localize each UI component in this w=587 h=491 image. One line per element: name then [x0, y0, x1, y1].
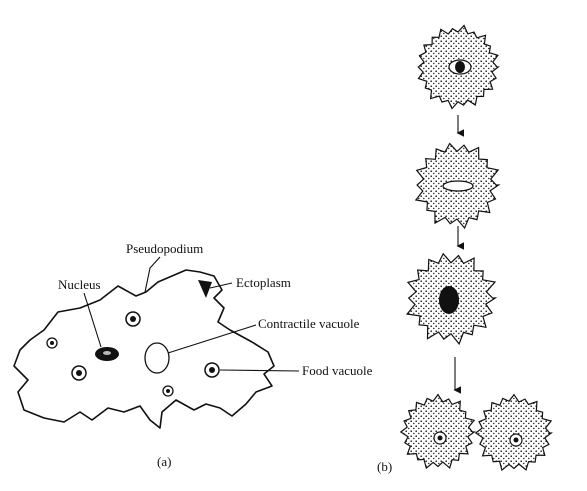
amoeba-body: [13, 269, 275, 429]
ectoplasm-rim: [198, 280, 212, 298]
daughter-cell-right: [474, 393, 553, 472]
label-food-vacuole: Food vacuole: [302, 363, 373, 378]
stage-2-cell: [414, 142, 501, 230]
label-ectoplasm: Ectoplasm: [236, 275, 291, 290]
caption-b: (b): [377, 459, 392, 474]
label-nucleus: Nucleus: [58, 277, 101, 292]
stage-1-cell: [417, 24, 500, 110]
caption-a: (a): [157, 454, 171, 469]
fission-sequence: [399, 24, 553, 472]
stage-3-nucleus: [439, 286, 459, 314]
daughter-cell-left: [399, 393, 477, 470]
stage-2-nucleus: [442, 180, 474, 192]
stage-3-cell: [405, 252, 498, 346]
stage-1-nucleus: [455, 61, 465, 73]
label-pseudopodium: Pseudopodium: [126, 241, 203, 256]
amoeba-a: Pseudopodium Nucleus Ectoplasm Contracti…: [13, 241, 373, 469]
label-contractile-vacuole: Contractile vacuole: [258, 316, 360, 331]
contractile-vacuole-shape: [144, 342, 170, 374]
